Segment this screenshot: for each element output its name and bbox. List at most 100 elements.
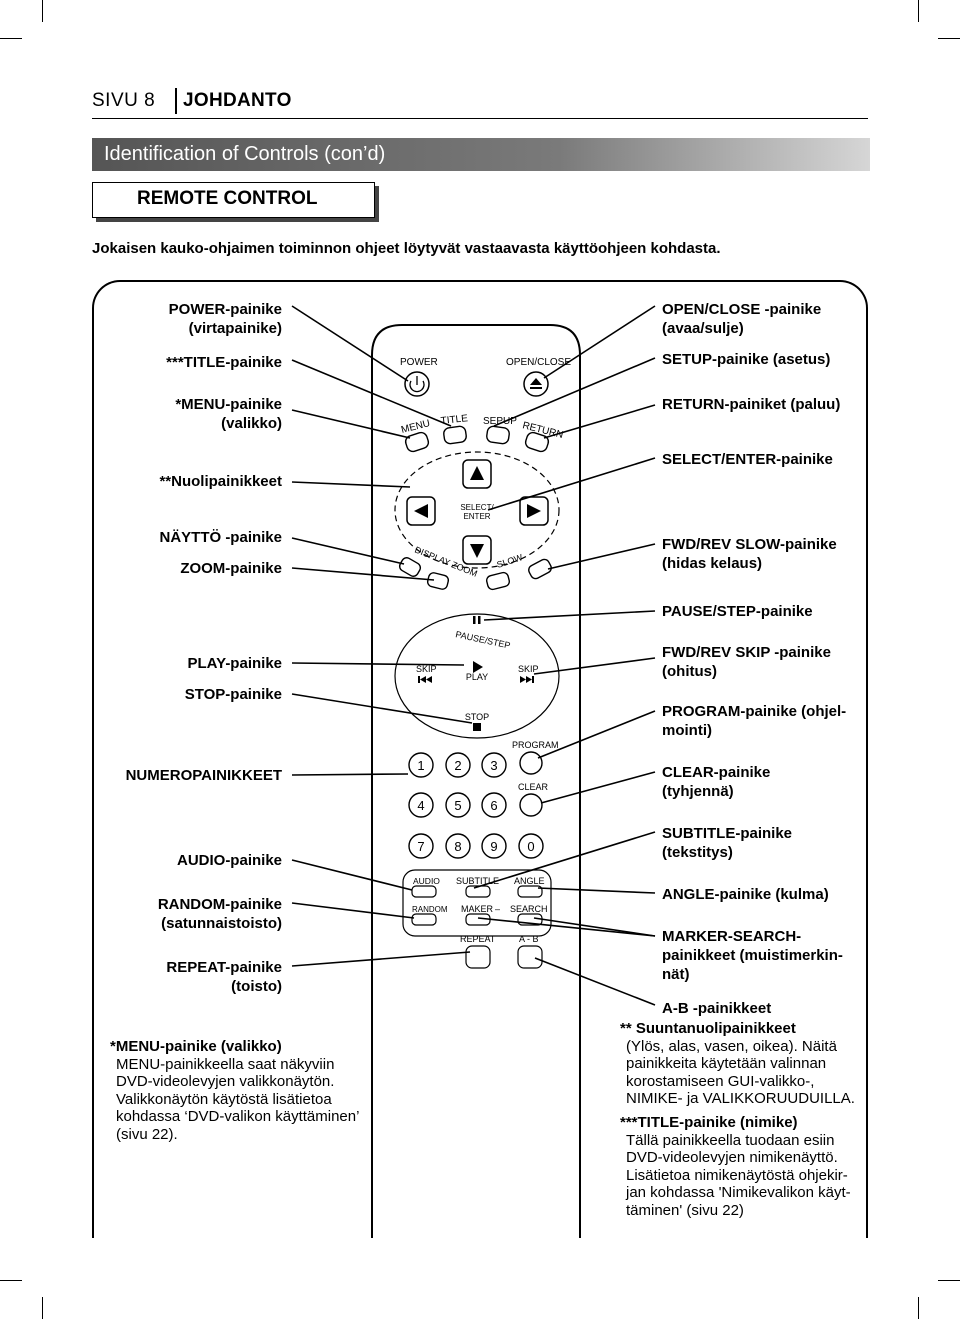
search-label: SEARCH	[510, 904, 548, 914]
leader-lines	[291, 305, 656, 1006]
crop-mark	[0, 38, 22, 39]
pause-icon	[473, 616, 481, 624]
power-label: POWER	[400, 357, 438, 368]
ab-button	[517, 945, 543, 969]
select-enter-label-2: ENTER	[463, 512, 490, 521]
open-close-label: OPEN/CLOSE	[506, 357, 571, 368]
digit-button-7: 7	[408, 833, 434, 859]
remote-body	[371, 324, 581, 1238]
play-label: PLAY	[466, 672, 488, 682]
audio-label: AUDIO	[413, 876, 440, 886]
skip-fwd-icon	[520, 676, 534, 683]
digit-button-3: 3	[481, 752, 507, 778]
zoom-button	[426, 572, 450, 590]
label-select-enter: SELECT/ENTER-painike	[662, 451, 833, 468]
label-clear: CLEAR-painike(tyhjennä)	[662, 764, 771, 800]
label-play: PLAY-painike	[187, 655, 282, 672]
subtitle: REMOTE CONTROL	[137, 188, 318, 209]
digit-button-6: 6	[481, 792, 507, 818]
crop-mark	[918, 1297, 919, 1319]
label-random: RANDOM-painike(satunnaistoisto)	[157, 896, 282, 932]
label-skip: FWD/REV SKIP -painike(ohitus)	[662, 644, 831, 680]
digit-button-5: 5	[445, 792, 471, 818]
label-open-close: OPEN/CLOSE -painike(avaa/sulje)	[662, 301, 822, 337]
title-band	[92, 138, 870, 171]
setup-button	[486, 425, 510, 445]
svg-text:2: 2	[454, 758, 461, 773]
program-button	[519, 751, 543, 775]
clear-button	[519, 793, 543, 817]
digit-button-1: 1	[408, 752, 434, 778]
label-arrows: **Nuolipainikkeet	[159, 473, 282, 490]
label-setup: SETUP-painike (asetus)	[662, 351, 831, 368]
page-number: SIVU 8	[92, 90, 156, 111]
select-enter-label-1: SELECT/	[460, 503, 494, 512]
page-title: Identification of Controls (con’d)	[104, 143, 386, 165]
svg-text:3: 3	[490, 758, 497, 773]
label-marker-search: MARKER-SEARCH-painikkeet (muistimerkin-n…	[662, 928, 843, 983]
crop-mark	[0, 1280, 22, 1281]
note-menu: *MENU-painike (valikko) MENU-painikkeell…	[110, 1038, 360, 1143]
power-icon	[409, 376, 425, 393]
svg-text:8: 8	[454, 839, 461, 854]
label-display: NÄYTTÖ -painike	[159, 529, 282, 546]
svg-text:1: 1	[417, 758, 424, 773]
svg-text:6: 6	[490, 798, 497, 813]
skip-rev-label: SKIP	[416, 664, 437, 674]
digit-button-9: 9	[481, 833, 507, 859]
crop-mark	[42, 1297, 43, 1319]
label-repeat: REPEAT-painike(toisto)	[166, 959, 282, 995]
transport-oval	[394, 613, 560, 739]
skip-fwd-label: SKIP	[518, 664, 539, 674]
svg-text:4: 4	[417, 798, 424, 813]
random-label: RANDOM	[412, 905, 448, 914]
label-angle: ANGLE-painike (kulma)	[662, 886, 829, 903]
label-slow: FWD/REV SLOW-painike(hidas kelaus)	[662, 536, 837, 572]
slow-rev-button	[485, 571, 511, 591]
section-title: JOHDANTO	[183, 90, 292, 111]
ab-label: A - B	[519, 934, 539, 944]
intro-text: Jokaisen kauko-ohjaimen toiminnon ohjeet…	[92, 240, 721, 257]
audio-button	[411, 885, 437, 898]
label-pause-step: PAUSE/STEP-painike	[662, 603, 813, 620]
svg-text:7: 7	[417, 839, 424, 854]
digit-button-8: 8	[445, 833, 471, 859]
crop-mark	[42, 0, 43, 22]
svg-text:0: 0	[527, 839, 534, 854]
crop-mark	[938, 38, 960, 39]
play-icon	[473, 661, 483, 673]
left-arrow-icon	[414, 504, 428, 518]
label-subtitle: SUBTITLE-painike(tekstitys)	[662, 825, 793, 861]
slow-fwd-button	[528, 558, 552, 580]
label-program: PROGRAM-painike (ohjel-mointi)	[662, 703, 847, 739]
pause-step-label: PAUSE/STEP	[455, 629, 512, 650]
diagram-frame	[92, 280, 868, 1238]
stop-label: STOP	[465, 712, 489, 722]
note-arrows: ** Suuntanuolipainikkeet (Ylös, alas, va…	[620, 1020, 855, 1107]
nav-oval	[394, 451, 560, 569]
title-button	[443, 425, 467, 445]
label-numbers: NUMEROPAINIKKEET	[125, 767, 282, 784]
label-audio: AUDIO-painike	[176, 852, 282, 869]
crop-mark	[918, 0, 919, 22]
down-arrow-icon	[470, 544, 484, 558]
label-zoom: ZOOM-painike	[180, 560, 282, 577]
angle-button	[517, 885, 543, 898]
eject-icon	[530, 378, 542, 389]
note-title: ***TITLE-painike (nimike) Tällä painikke…	[620, 1114, 851, 1219]
digit-button-4: 4	[408, 792, 434, 818]
stop-icon	[473, 723, 481, 731]
menu-label: MENU	[400, 418, 431, 436]
program-label: PROGRAM	[512, 740, 559, 750]
crop-mark	[938, 1280, 960, 1281]
up-arrow-icon	[470, 466, 484, 480]
label-menu: *MENU-painike(valikko)	[175, 396, 282, 432]
header-divider	[175, 88, 177, 114]
subtitle-box	[92, 182, 375, 218]
skip-rev-icon	[418, 676, 432, 683]
svg-text:9: 9	[490, 839, 497, 854]
slow-label: SLOW	[496, 552, 525, 570]
random-button	[411, 913, 437, 926]
label-power: POWER-painike(virtapainike)	[168, 301, 282, 337]
